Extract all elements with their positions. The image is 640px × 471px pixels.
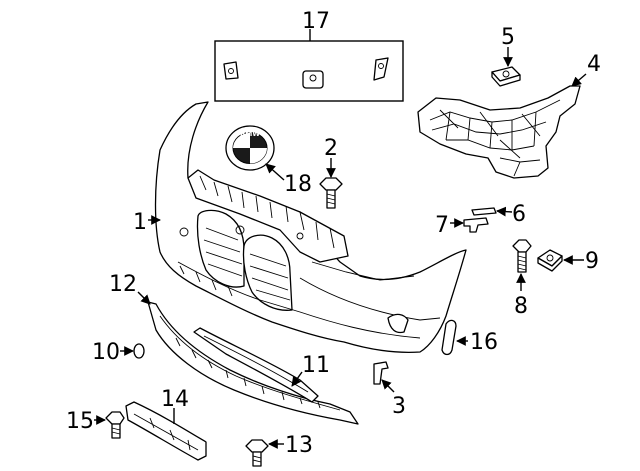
- callout-14: 14: [161, 387, 189, 412]
- callout-9: 9: [585, 249, 599, 274]
- callout-3: 3: [392, 394, 406, 419]
- callout-15: 15: [66, 409, 94, 434]
- callout-18: 18: [284, 172, 312, 197]
- part-15-screw: [105, 411, 125, 439]
- callout-6: 6: [512, 202, 526, 227]
- part-2-bolt: [319, 177, 343, 209]
- callout-10: 10: [92, 340, 120, 365]
- callout-11: 11: [302, 353, 330, 378]
- part-16-reflector: [441, 319, 457, 356]
- part-9-nut-clip: [537, 249, 563, 272]
- callout-12: 12: [109, 272, 137, 297]
- part-14-plate-bracket: [125, 401, 207, 461]
- part-5-nut-clip: [491, 66, 521, 87]
- part-3-clip: [373, 361, 389, 385]
- callout-2: 2: [324, 136, 338, 161]
- callout-13: 13: [285, 433, 313, 458]
- callout-1: 1: [133, 210, 147, 235]
- part-10-plug: [133, 343, 145, 359]
- callout-5: 5: [501, 25, 515, 50]
- emblem-text: BMW: [240, 130, 260, 138]
- part-17-clip-kit: [214, 40, 404, 102]
- callout-7: 7: [435, 213, 449, 238]
- part-12-lower-spoiler: [147, 301, 359, 425]
- callout-17: 17: [302, 9, 330, 34]
- part-4-bracket: [417, 85, 581, 179]
- callout-4: 4: [587, 52, 601, 77]
- part-6-strip: [471, 207, 497, 216]
- callout-16: 16: [470, 330, 498, 355]
- part-8-screw: [512, 239, 532, 273]
- callout-8: 8: [514, 294, 528, 319]
- part-7-clip: [463, 217, 489, 233]
- part-1-bumper-cover: [154, 101, 467, 354]
- part-18-emblem: BMW: [225, 125, 275, 171]
- part-13-screw: [245, 439, 269, 467]
